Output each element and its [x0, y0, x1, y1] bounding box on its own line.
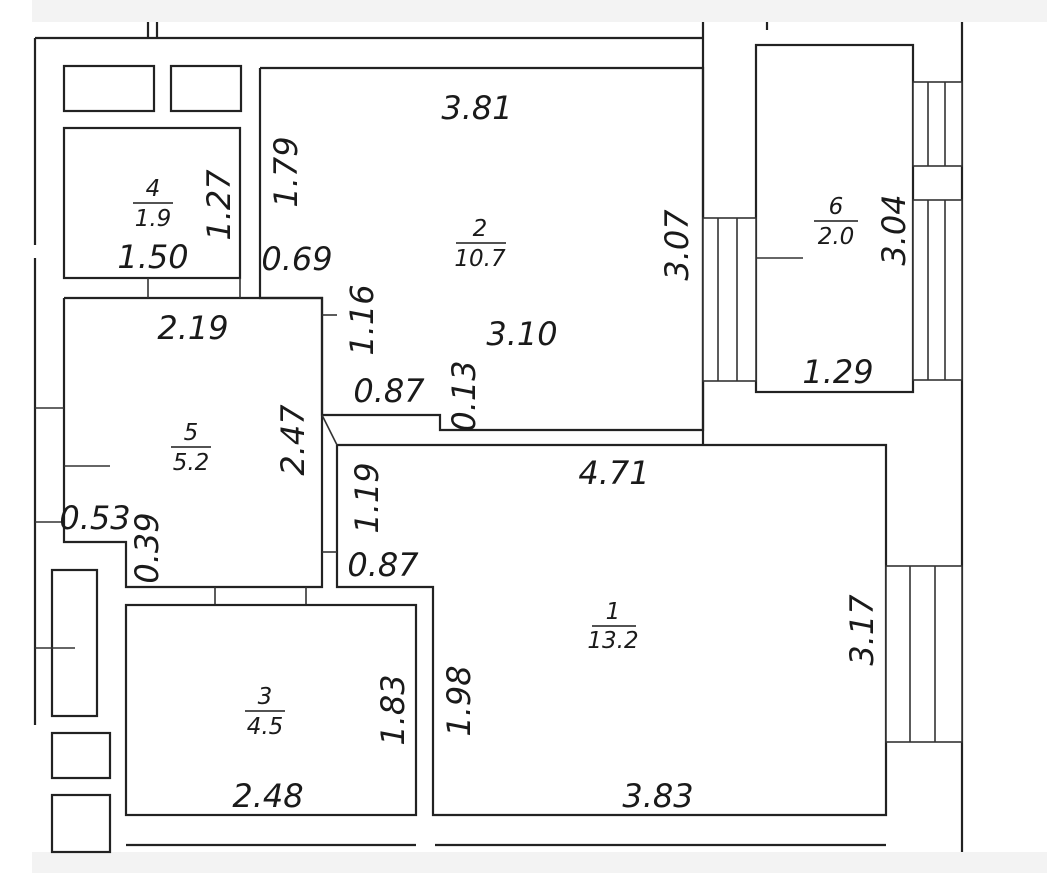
room-number: 5 [184, 420, 199, 446]
room-2-label: 2 10.7 [454, 216, 506, 272]
dimension-label: 1.29 [802, 353, 873, 391]
walls [33, 22, 964, 854]
dimension-label: 1.79 [267, 136, 305, 207]
bottom-edge-strip [0, 852, 1047, 873]
dimension-label: 2.47 [274, 404, 312, 476]
room-6-label: 6 2.0 [814, 194, 858, 250]
dimension-label: 1.50 [117, 238, 188, 276]
room-area: 5.2 [173, 450, 210, 476]
dimension-labels: 3.81 1.79 0.69 3.07 1.16 3.10 0.87 0.13 … [59, 89, 913, 815]
dimension-label: 0.39 [128, 512, 166, 583]
room-area: 1.9 [135, 206, 172, 232]
dimension-label: 2.48 [232, 777, 303, 815]
room-number: 3 [258, 684, 273, 710]
dimension-label: 3.81 [441, 89, 512, 127]
dimension-label: 3.10 [486, 315, 557, 353]
dimension-label: 1.83 [374, 674, 412, 745]
dimension-label: 3.83 [622, 777, 693, 815]
room-number: 6 [829, 194, 844, 220]
dimension-label: 1.27 [200, 169, 238, 241]
dimension-label: 3.17 [843, 594, 881, 666]
dimension-label: 0.69 [261, 240, 332, 278]
room-4-label: 4 1.9 [133, 176, 173, 232]
room-1-label: 1 13.2 [587, 599, 638, 654]
room-number: 1 [606, 599, 621, 625]
room-area: 13.2 [587, 628, 638, 654]
left-margin [0, 0, 32, 873]
dimension-label: 0.87 [347, 546, 419, 584]
dimension-label: 0.53 [59, 499, 130, 537]
dimension-label: 1.19 [348, 462, 386, 533]
room-3-label: 3 4.5 [245, 684, 285, 740]
top-edge-strip [0, 0, 1047, 22]
dimension-label: 0.13 [445, 360, 483, 431]
dimension-label: 4.71 [578, 454, 649, 492]
dimension-label: 2.19 [157, 309, 228, 347]
dimension-label: 1.98 [440, 665, 478, 736]
room-area: 2.0 [818, 224, 855, 250]
dimension-label: 3.04 [875, 194, 913, 265]
room-area: 4.5 [247, 714, 284, 740]
room-number: 2 [473, 216, 488, 242]
room-area: 10.7 [454, 246, 506, 272]
room-labels: 1 13.2 2 10.7 3 4.5 4 1.9 5 5.2 6 2.0 [133, 176, 858, 740]
room-5-label: 5 5.2 [171, 420, 211, 476]
room-number: 4 [146, 176, 161, 202]
dimension-label: 3.07 [658, 209, 696, 281]
dimension-label: 1.16 [343, 284, 381, 355]
windows [702, 81, 963, 743]
dimension-label: 0.87 [353, 372, 425, 410]
